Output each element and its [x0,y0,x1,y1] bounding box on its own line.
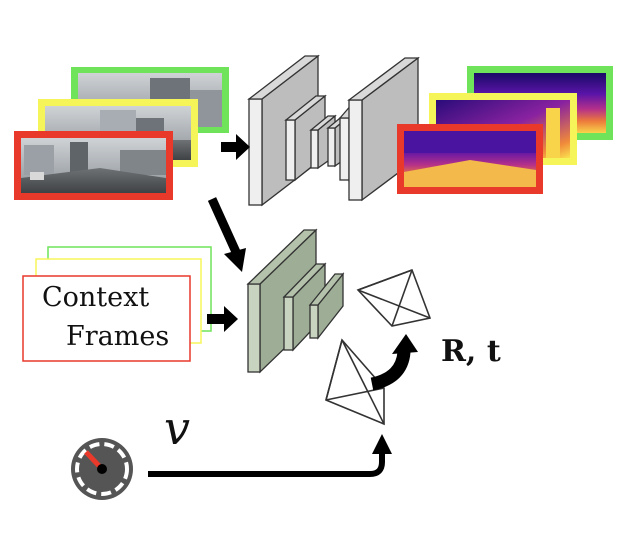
camera-frustum-icon [356,268,432,327]
speedometer-icon [71,438,133,500]
arrow-icon-context-to-pose [207,306,238,332]
context-frames-stack: Context Frames [22,246,212,362]
depth-network-icon [247,54,420,207]
pose-label: R, t [441,334,501,369]
rgb-frame-red [14,131,173,200]
rgb-frame-stack [14,67,229,200]
arrow-icon-velocity [148,434,392,477]
arrow-icon-pose-output [370,334,418,391]
arrow-icon-rgb-to-pose [207,197,246,272]
context-label-line2: Frames [66,321,169,352]
depth-map-stack [397,66,613,194]
pose-network-icon [246,228,345,374]
context-label-line1: Context [42,282,149,313]
velocity-label: v [164,401,190,455]
depth-map-red [397,124,543,194]
arrow-icon-rgb-to-depth [221,134,250,160]
